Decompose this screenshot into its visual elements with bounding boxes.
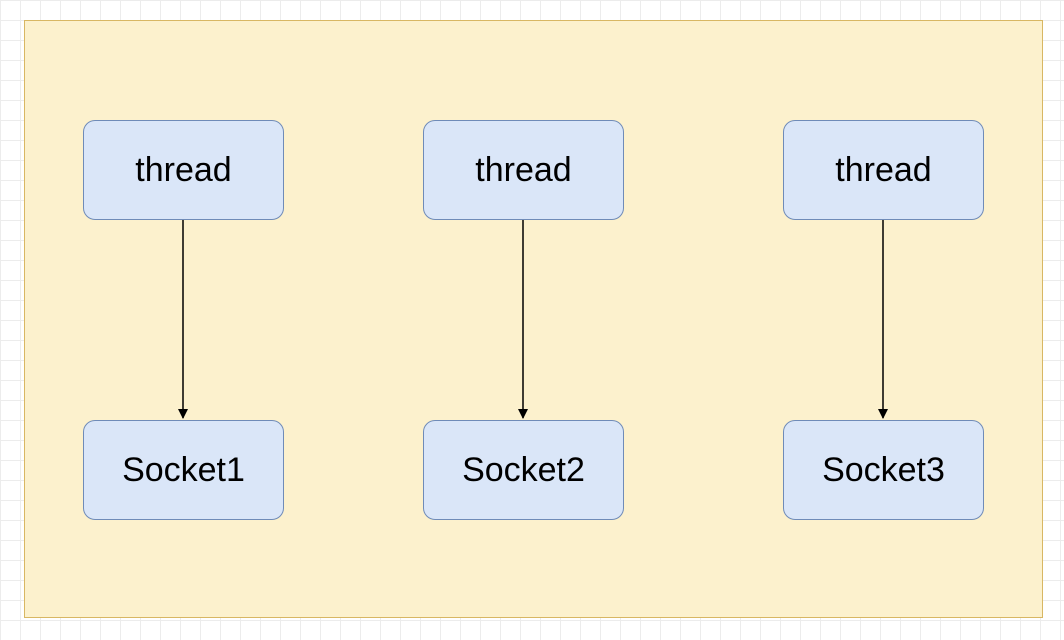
socket-node-3-label: Socket3 bbox=[822, 450, 945, 489]
thread-node-3[interactable]: thread bbox=[783, 120, 984, 220]
socket-node-1[interactable]: Socket1 bbox=[83, 420, 284, 520]
socket-node-2[interactable]: Socket2 bbox=[423, 420, 624, 520]
socket-node-1-label: Socket1 bbox=[122, 450, 245, 489]
thread-node-2-label: thread bbox=[475, 150, 572, 189]
thread-node-3-label: thread bbox=[835, 150, 932, 189]
thread-node-1[interactable]: thread bbox=[83, 120, 284, 220]
socket-node-3[interactable]: Socket3 bbox=[783, 420, 984, 520]
thread-node-1-label: thread bbox=[135, 150, 232, 189]
thread-node-2[interactable]: thread bbox=[423, 120, 624, 220]
socket-node-2-label: Socket2 bbox=[462, 450, 585, 489]
